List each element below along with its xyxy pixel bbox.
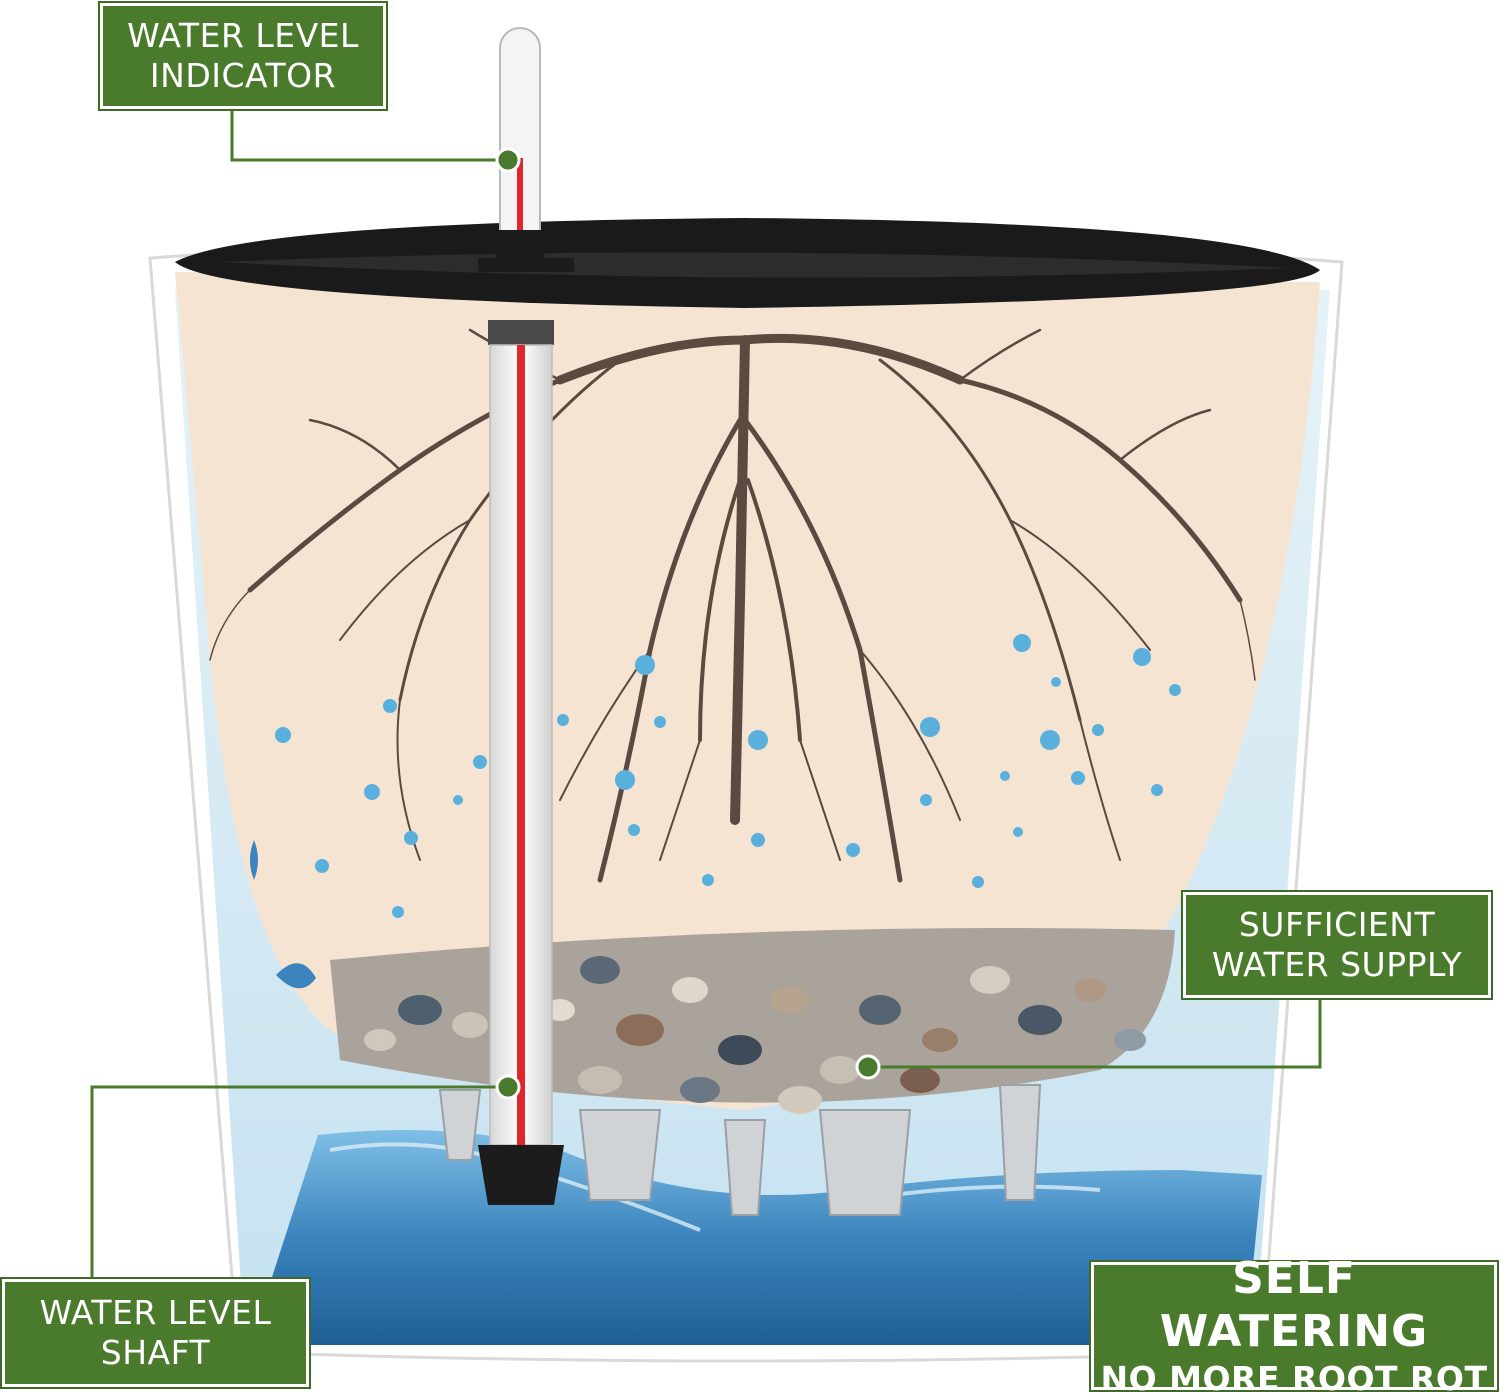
water-level-indicator-label: WATER LEVEL INDICATOR xyxy=(100,3,386,109)
leader-dots xyxy=(495,147,881,1100)
sufficient-water-supply-label: SUFFICIENT WATER SUPPLY xyxy=(1183,892,1491,998)
self-watering-headline: SELF WATERING xyxy=(1159,1253,1429,1358)
sufficient-water-supply-line1: SUFFICIENT xyxy=(1238,905,1436,945)
wicking-legs xyxy=(438,1084,1042,1216)
water-level-shaft-label: WATER LEVEL SHAFT xyxy=(2,1279,309,1387)
water-level-shaft-line2: SHAFT xyxy=(100,1333,211,1372)
leader-lines xyxy=(90,108,1322,1282)
water-level-indicator-line2: INDICATOR xyxy=(149,56,337,95)
self-watering-headline-box: SELF WATERING NO MORE ROOT ROT xyxy=(1091,1253,1497,1398)
no-more-root-rot-subheadline: NO MORE ROOT ROT xyxy=(1100,1359,1488,1398)
soil-section xyxy=(175,272,1320,1110)
water-level-shaft-line1: WATER LEVEL xyxy=(39,1293,272,1333)
water-splash xyxy=(250,840,316,989)
water-level-indicator-line1: WATER LEVEL xyxy=(127,16,359,56)
water-level-indicator-tube xyxy=(478,27,574,272)
sufficient-water-supply-line2: WATER SUPPLY xyxy=(1211,945,1463,984)
water-bubbles xyxy=(275,634,1181,918)
water-level-shaft xyxy=(478,320,564,1205)
